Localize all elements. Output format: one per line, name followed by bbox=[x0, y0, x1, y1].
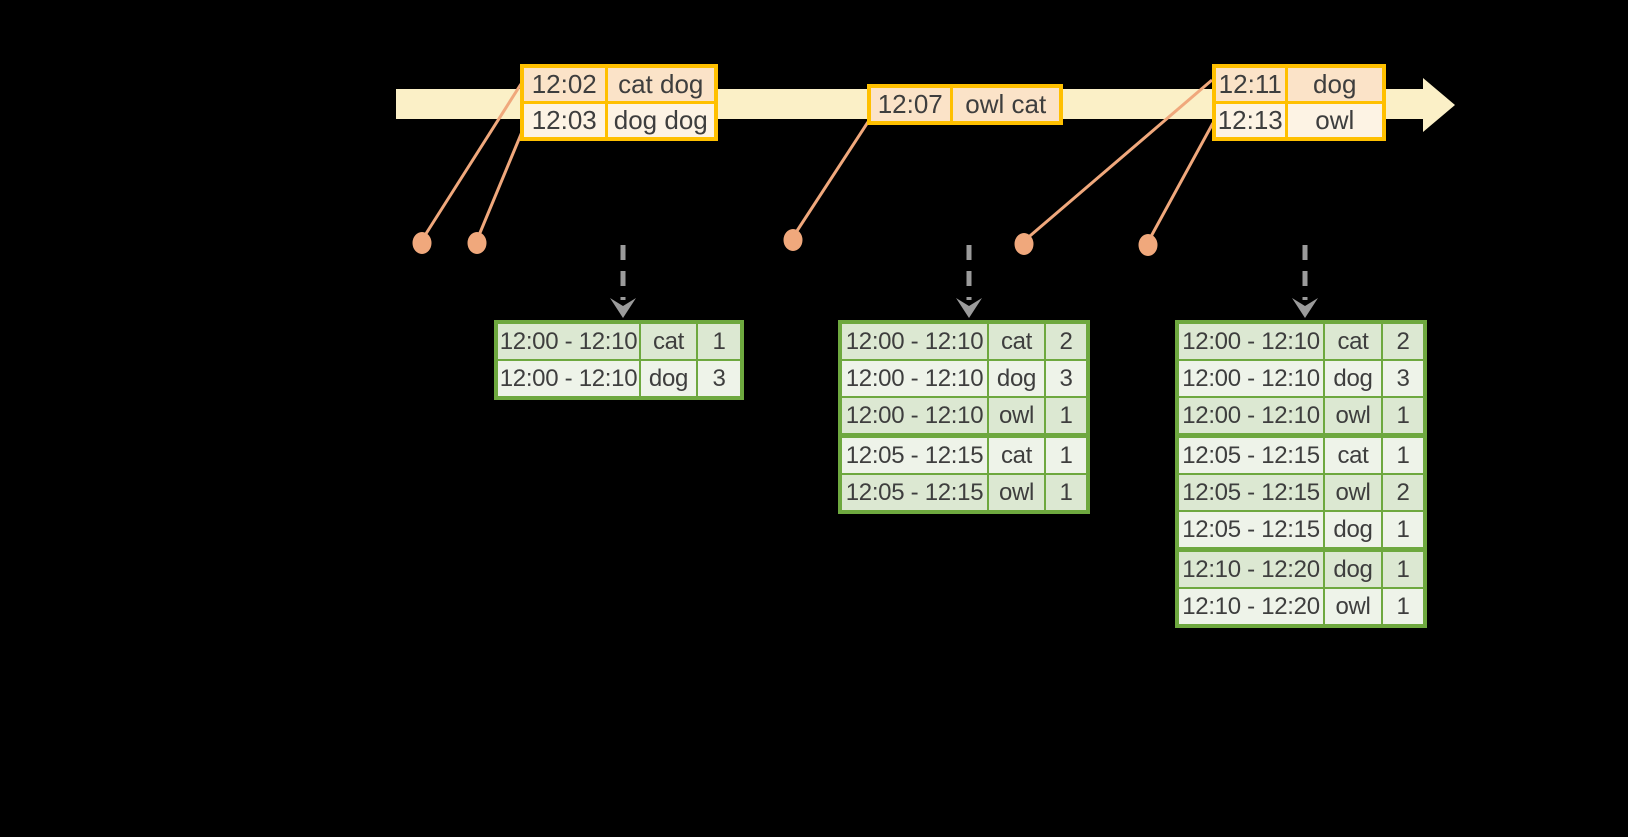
count-cell: 2 bbox=[1381, 473, 1426, 512]
event-time-cell: 12:03 bbox=[520, 101, 608, 141]
word-cell: cat bbox=[987, 321, 1046, 361]
event-dot-icon bbox=[412, 232, 432, 254]
word-cell: dog bbox=[1323, 359, 1383, 398]
word-cell: cat bbox=[1323, 433, 1383, 475]
count-cell: 3 bbox=[696, 359, 743, 399]
count-cell: 1 bbox=[1381, 396, 1426, 437]
count-cell: 1 bbox=[1381, 547, 1426, 589]
timeline-arrowhead-icon bbox=[1423, 78, 1455, 132]
count-cell: 1 bbox=[1381, 587, 1426, 627]
window-cell: 12:05 - 12:15 bbox=[1176, 510, 1325, 551]
event-time-cell: 12:07 bbox=[867, 84, 953, 125]
count-cell: 3 bbox=[1044, 359, 1089, 398]
word-cell: owl bbox=[987, 473, 1046, 513]
event-words-cell: owl cat bbox=[949, 84, 1063, 125]
word-cell: cat bbox=[1323, 321, 1383, 361]
word-cell: dog bbox=[987, 359, 1046, 398]
count-cell: 2 bbox=[1381, 321, 1426, 361]
event-words-cell: dog bbox=[1284, 64, 1386, 104]
event-dot-icon bbox=[783, 229, 803, 251]
word-cell: cat bbox=[987, 433, 1046, 475]
word-cell: dog bbox=[1323, 547, 1383, 589]
event-connector-line bbox=[791, 121, 870, 238]
window-cell: 12:00 - 12:10 bbox=[1176, 359, 1325, 398]
word-cell: owl bbox=[1323, 587, 1383, 627]
count-cell: 1 bbox=[1044, 473, 1089, 513]
word-cell: owl bbox=[987, 396, 1046, 437]
count-cell: 3 bbox=[1381, 359, 1426, 398]
count-cell: 1 bbox=[1044, 396, 1089, 437]
count-cell: 2 bbox=[1044, 321, 1089, 361]
window-cell: 12:00 - 12:10 bbox=[495, 359, 641, 399]
word-cell: dog bbox=[639, 359, 698, 399]
event-time-cell: 12:13 bbox=[1212, 101, 1288, 141]
window-cell: 12:00 - 12:10 bbox=[839, 321, 989, 361]
event-words-cell: dog dog bbox=[604, 101, 718, 141]
count-cell: 1 bbox=[696, 321, 743, 361]
event-dot-icon bbox=[1138, 234, 1158, 256]
count-cell: 1 bbox=[1381, 433, 1426, 475]
window-cell: 12:10 - 12:20 bbox=[1176, 587, 1325, 627]
trigger-arrowhead-icon bbox=[956, 298, 982, 318]
event-connector-line bbox=[475, 126, 526, 241]
window-cell: 12:00 - 12:10 bbox=[1176, 321, 1325, 361]
window-cell: 12:05 - 12:15 bbox=[1176, 473, 1325, 512]
window-cell: 12:00 - 12:10 bbox=[1176, 396, 1325, 437]
word-cell: cat bbox=[639, 321, 698, 361]
window-cell: 12:00 - 12:10 bbox=[839, 396, 989, 437]
word-cell: owl bbox=[1323, 396, 1383, 437]
event-dot-icon bbox=[467, 232, 487, 254]
event-dot-icon bbox=[1014, 233, 1034, 255]
word-cell: dog bbox=[1323, 510, 1383, 551]
window-cell: 12:05 - 12:15 bbox=[839, 433, 989, 475]
event-words-cell: owl bbox=[1284, 101, 1386, 141]
window-cell: 12:00 - 12:10 bbox=[495, 321, 641, 361]
count-cell: 1 bbox=[1044, 433, 1089, 475]
trigger-arrowhead-icon bbox=[1292, 298, 1318, 318]
event-time-cell: 12:11 bbox=[1212, 64, 1288, 104]
event-words-cell: cat dog bbox=[604, 64, 718, 104]
event-time-cell: 12:02 bbox=[520, 64, 608, 104]
word-cell: owl bbox=[1323, 473, 1383, 512]
window-cell: 12:05 - 12:15 bbox=[839, 473, 989, 513]
window-cell: 12:05 - 12:15 bbox=[1176, 433, 1325, 475]
trigger-arrowhead-icon bbox=[610, 298, 636, 318]
count-cell: 1 bbox=[1381, 510, 1426, 551]
event-connector-line bbox=[1146, 122, 1215, 243]
window-cell: 12:00 - 12:10 bbox=[839, 359, 989, 398]
window-cell: 12:10 - 12:20 bbox=[1176, 547, 1325, 589]
